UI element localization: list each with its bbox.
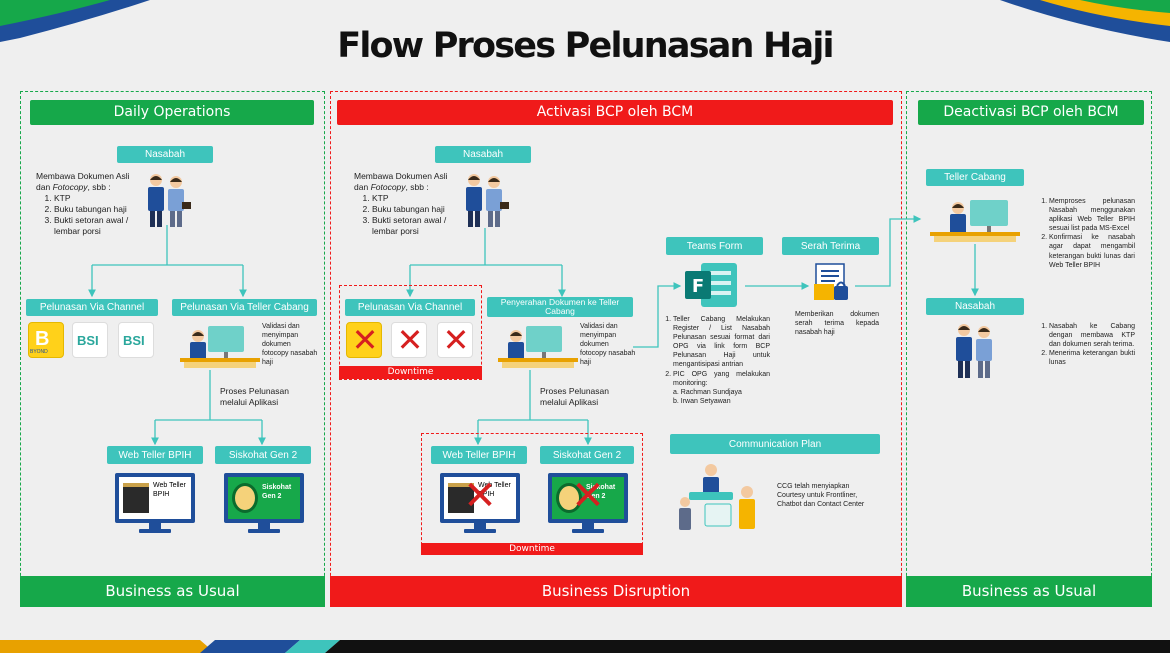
web-teller-monitor-icon: Web Teller BPIH (115, 473, 195, 533)
doc-item: Bukti setoran awal / lembar porsi (54, 215, 141, 237)
daily-teller-label: Pelunasan Via Teller Cabang (172, 299, 317, 316)
daily-footer: Business as Usual (20, 576, 325, 607)
customers-handshake-icon (148, 174, 191, 227)
doc-item: Buku tabungan haji (54, 204, 141, 215)
customers-handshake-icon (956, 324, 992, 378)
teams-form-label: Teams Form (666, 237, 763, 255)
bcp-channel-label: Pelunasan Via Channel (345, 299, 475, 316)
bcp-nasabah-label: Nasabah (435, 146, 531, 163)
bsi-app-icon: BSI (72, 322, 108, 358)
bcp-siskohat-label: Siskohat Gen 2 (540, 446, 634, 464)
daily-siskohat-label: Siskohat Gen 2 (215, 446, 311, 464)
deact-nasabah-steps: Nasabah ke Cabang dengan membawa KTP dan… (1031, 322, 1135, 367)
daily-doc-list: Membawa Dokumen Asli dan Fotocopy, sbb :… (36, 171, 141, 237)
serah-terima-label: Serah Terima (782, 237, 879, 255)
channel-downtime-frame (339, 285, 482, 380)
bcp-proses-label: Proses Pelunasan melalui Aplikasi (540, 386, 609, 408)
web-teller-monitor-icon-disabled: Web Teller BPIH ✕ (440, 473, 520, 533)
bcp-header: Activasi BCP oleh BCM (337, 100, 893, 125)
teller-desk-icon (180, 326, 260, 368)
daily-nasabah-label: Nasabah (117, 146, 213, 163)
bcp-doc-list: Membawa Dokumen Asli dan Fotocopy, sbb :… (354, 171, 459, 237)
doc-item: KTP (54, 193, 141, 204)
svg-text:F: F (692, 276, 704, 297)
serah-terima-note: Memberikan dokumen serah terima kepada n… (795, 311, 879, 337)
deact-nasabah-label: Nasabah (926, 298, 1024, 315)
doc-item: Buku tabungan haji (372, 204, 459, 215)
bcp-footer: Business Disruption (330, 576, 902, 607)
byond-app-icon: B BYOND (28, 322, 64, 358)
communication-plan-note: CCG telah menyiapkan Courtesy untuk Fron… (777, 483, 865, 509)
forms-app-icon: F (685, 263, 737, 307)
daily-header: Daily Operations (30, 100, 314, 125)
bsi-net-app-icon-disabled: ✕ (437, 321, 473, 359)
deact-footer: Business as Usual (906, 576, 1152, 607)
communication-plan-label: Communication Plan (670, 434, 880, 454)
teller-desk-icon (498, 326, 578, 368)
byond-app-icon-disabled: ✕ (346, 321, 382, 359)
daily-channel-label: Pelunasan Via Channel (26, 299, 158, 316)
customers-handshake-icon (466, 174, 509, 227)
siskohat-monitor-icon-disabled: Siskohat Gen 2 ✕ (548, 473, 628, 533)
deact-teller-label: Teller Cabang (926, 169, 1024, 186)
document-lock-icon (814, 263, 848, 300)
bcp-web-teller-label: Web Teller BPIH (431, 446, 527, 464)
daily-proses-label: Proses Pelunasan melalui Aplikasi (220, 386, 289, 408)
doc-item: KTP (372, 193, 459, 204)
channel-downtime-label: Downtime (339, 366, 482, 379)
teams-form-steps: Teller Cabang Melakukan Register / List … (664, 315, 770, 406)
apps-downtime-label: Downtime (421, 543, 643, 555)
deact-teller-steps: Memproses pelunasan Nasabah menggunakan … (1031, 197, 1135, 270)
daily-web-teller-label: Web Teller BPIH (107, 446, 203, 464)
daily-teller-note: Validasi dan menyimpan dokumen fotocopy … (262, 323, 318, 367)
siskohat-monitor-icon: Siskohat Gen 2 (224, 473, 304, 533)
communication-people-icon (679, 464, 755, 530)
bcp-penyerahan-label: Penyerahan Dokumen ke Teller Cabang (487, 297, 633, 317)
page-title: Flow Proses Pelunasan Haji (337, 26, 834, 66)
teller-desk-icon (930, 200, 1020, 242)
bcp-teller-note: Validasi dan menyimpan dokumen fotocopy … (580, 323, 636, 367)
doc-item: Bukti setoran awal / lembar porsi (372, 215, 459, 237)
bsi-net-app-icon: BSI (118, 322, 154, 358)
bsi-app-icon-disabled: ✕ (391, 321, 427, 359)
deact-header: Deactivasi BCP oleh BCM (918, 100, 1144, 125)
